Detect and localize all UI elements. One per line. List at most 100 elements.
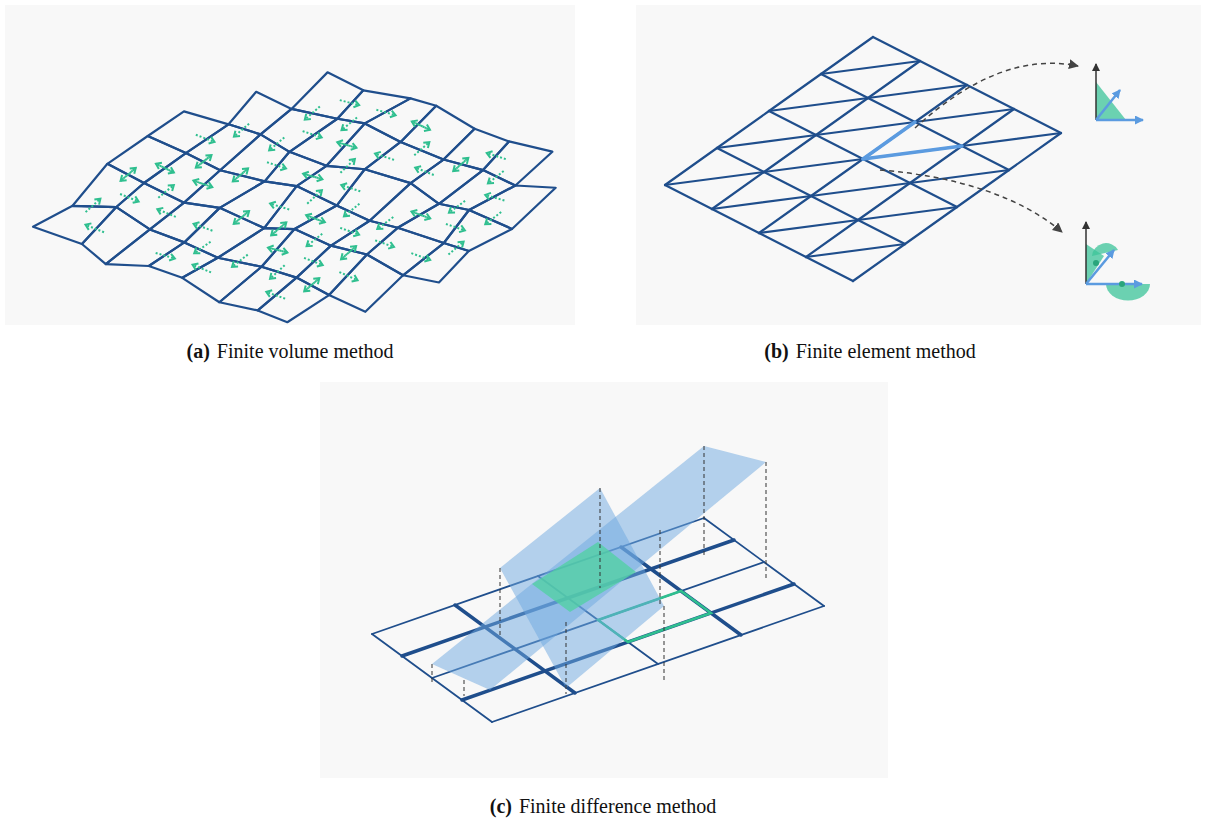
mesh-edge [717,148,764,172]
basis-function [1092,243,1118,256]
flux-arrowhead [196,162,202,168]
caption-text: Finite volume method [217,340,394,362]
flux-arrowhead [488,178,494,184]
flux-arrowhead [485,193,491,200]
flux-arrowhead [280,164,286,171]
flux-arrow [233,168,248,181]
flux-arrow [304,278,319,291]
mesh-cell [144,153,220,203]
mesh-edge [811,196,858,220]
mesh-cell [483,141,552,185]
mesh-cell [365,142,444,183]
caption-text: Finite difference method [519,795,716,817]
flux-arrow [448,242,463,255]
flux-arrowhead [156,163,162,169]
flux-arrow [156,164,174,173]
mesh-edge [863,159,910,183]
flux-arrowhead [344,210,350,216]
mesh-cell [329,254,403,311]
flux-arrow [453,158,468,171]
axis [1095,64,1097,120]
panel-letter: (a) [187,340,210,362]
panel-letter: (c) [490,795,512,817]
flux-arrowhead [266,290,272,297]
flux-arrowhead [390,111,396,118]
mesh-cell [444,210,512,251]
mesh-edge [764,172,811,196]
flux-arrow [305,106,320,119]
mesh-cell [149,242,218,277]
mesh-cell [258,278,329,323]
mesh-cell [220,181,297,228]
flux-arrowhead [232,261,238,267]
mesh-cell [297,166,365,206]
stencil-patch [532,542,636,612]
flux-arrow [158,185,174,198]
mesh-cell [439,170,515,210]
mesh-edge [853,244,905,281]
mesh-cell [326,123,400,169]
triangle-mesh [665,37,1061,281]
flux-arrowhead [342,124,348,130]
mesh-cell [184,208,264,258]
flux-arrowhead [341,183,347,190]
flux-arrow [270,265,285,279]
flux-arrow [307,190,322,204]
panel-caption: (b)Finite element method [764,340,975,363]
projection-lines [432,446,766,696]
interpolation-planes [432,446,766,696]
flux-arrowhead [85,223,91,229]
axis [1085,222,1087,284]
flux-arrowhead [194,222,200,229]
mesh-edge [868,98,915,122]
axis [1086,283,1142,286]
mesh-cell [297,246,367,295]
mesh-edge [816,135,863,159]
plane [500,488,664,688]
flux-arrowhead [453,165,459,171]
mesh-cell [469,185,556,228]
flux-arrowhead [388,242,394,249]
flux-arrow [453,158,468,171]
panel-caption: (c) Finite difference method [490,795,717,818]
flux-arrowhead [375,152,381,159]
flux-arrowhead [317,260,323,267]
flux-arrowhead [271,229,277,235]
flux-arrow [269,137,284,150]
flux-arrowhead [423,142,429,148]
mesh-edge [962,146,1009,170]
flux-arrow [271,222,286,235]
flux-arrowhead [458,242,464,248]
flux-arrow [341,246,356,259]
mesh-cell [220,134,289,181]
flux-arrowhead [169,254,175,261]
flux-arrow [234,211,249,224]
mesh-cell [218,228,295,267]
flux-arrowhead [270,273,276,279]
node-dot [1119,281,1125,287]
mesh-edge [821,74,868,98]
mesh-cell [116,183,184,229]
flux-arrow [307,234,323,246]
mesh-edge [910,183,957,207]
flux-arrowhead [424,255,430,262]
flux-arrowhead [412,120,418,126]
mesh-edge [1009,133,1061,170]
flux-arrowhead [349,159,355,165]
mesh-cell [33,206,116,244]
flux-arrow [196,155,212,167]
flux-arrow [232,255,248,267]
flux-arrowhead [269,145,275,151]
mesh-cell [337,169,411,221]
flux-arrowhead [485,218,491,224]
flux-arrowhead [415,166,421,172]
flux-arrowhead [306,214,312,221]
flux-arrowhead [449,207,455,213]
mesh-cell [289,119,364,166]
flux-arrowhead [341,253,347,259]
mesh-cell [265,152,327,186]
mesh-cell [107,136,185,183]
dashed-pointer [880,170,1062,232]
flux-arrow [485,212,501,224]
